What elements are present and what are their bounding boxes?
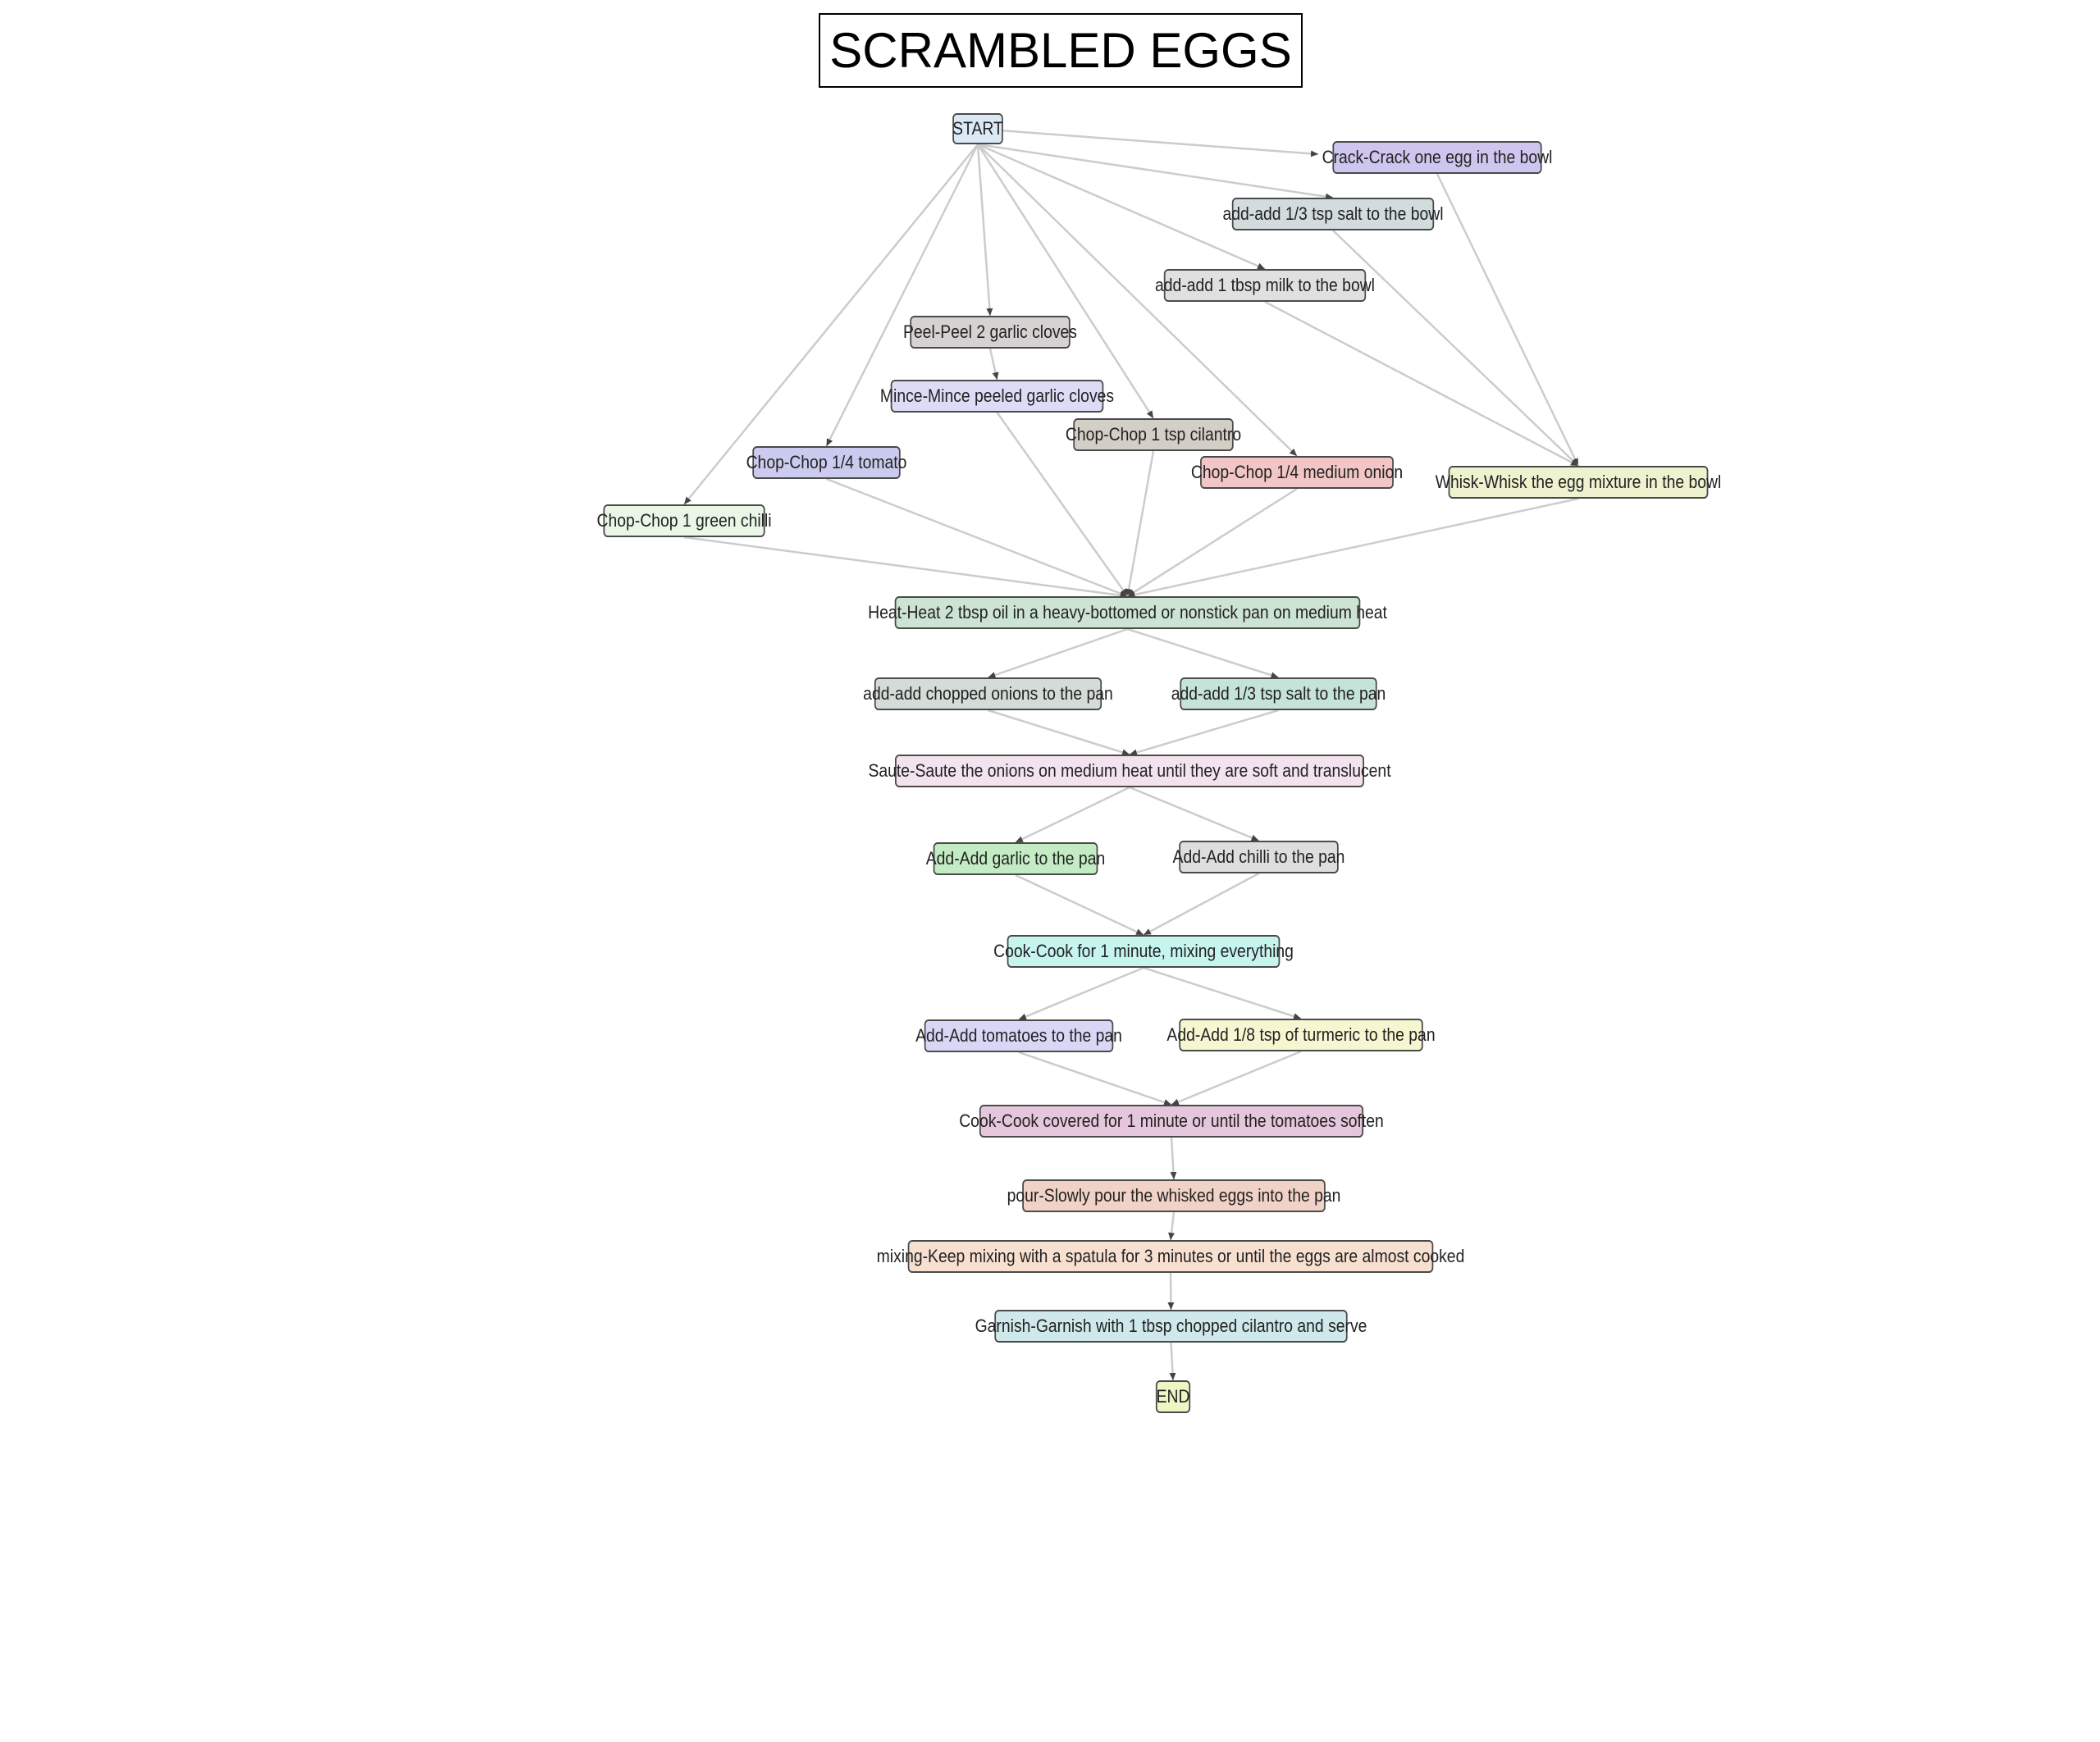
- edge-turmeric-to-cook_covered: [1171, 1050, 1302, 1106]
- edge-add_chilli-to-cook1: [1143, 872, 1260, 937]
- node-label: Mince-Mince peeled garlic cloves: [879, 385, 1115, 406]
- node-add-chilli: Add-Add chilli to the pan: [1173, 841, 1344, 873]
- node-label: Chop-Chop 1 green chilli: [596, 510, 772, 531]
- node-label: Chop-Chop 1/4 tomato: [746, 452, 907, 472]
- node-onion: Chop-Chop 1/4 medium onion: [1191, 456, 1403, 489]
- node-label: Add-Add tomatoes to the pan: [915, 1025, 1122, 1046]
- node-garlic: Add-Add garlic to the pan: [926, 842, 1105, 875]
- node-label: add-add 1/3 tsp salt to the bowl: [1222, 203, 1444, 224]
- edge-whisk-to-heat: [1127, 497, 1579, 599]
- node-tomatoes: Add-Add tomatoes to the pan: [915, 1019, 1122, 1052]
- node-peel: Peel-Peel 2 garlic cloves: [903, 316, 1077, 349]
- node-label: Cook-Cook for 1 minute, mixing everythin…: [993, 941, 1294, 961]
- edge-chilli-to-heat: [683, 536, 1128, 599]
- node-cilantro: Chop-Chop 1 tsp cilantro: [1066, 418, 1241, 451]
- edge-garnish-to-end: [1169, 1342, 1176, 1381]
- edge-milk-to-whisk: [1264, 300, 1579, 467]
- node-label: add-add chopped onions to the pan: [863, 683, 1113, 704]
- node-label: Add-Add 1/8 tsp of turmeric to the pan: [1166, 1024, 1436, 1045]
- edge-start-to-milk: [977, 143, 1266, 271]
- edge-start-to-crack: [977, 127, 1319, 157]
- edge-cook_covered-to-pour: [1170, 1137, 1177, 1180]
- edge-saute-to-garlic: [1015, 786, 1130, 844]
- edge-start-to-salt_bowl: [977, 143, 1334, 200]
- node-label: Chop-Chop 1/4 medium onion: [1190, 462, 1404, 482]
- node-mixing: mixing-Keep mixing with a spatula for 3 …: [877, 1240, 1464, 1273]
- edge-crack-to-whisk: [1436, 173, 1580, 467]
- node-cook-covered: Cook-Cook covered for 1 minute or until …: [959, 1105, 1384, 1138]
- node-saute: Saute-Saute the onions on medium heat un…: [868, 755, 1391, 787]
- node-heat: Heat-Heat 2 tbsp oil in a heavy-bottomed…: [868, 596, 1387, 629]
- edge-onion-to-heat: [1126, 487, 1298, 598]
- edge-heat-to-add_onions: [988, 627, 1128, 679]
- edge-mince-to-heat: [996, 412, 1129, 597]
- node-label: pour-Slowly pour the whisked eggs into t…: [1007, 1185, 1341, 1206]
- node-tomato: Chop-Chop 1/4 tomato: [746, 446, 906, 479]
- edge-start-to-onion: [977, 144, 1298, 457]
- node-label: Chop-Chop 1 tsp cilantro: [1065, 424, 1242, 445]
- edge-cilantro-to-heat: [1125, 450, 1155, 597]
- node-label: Cook-Cook covered for 1 minute or until …: [959, 1110, 1384, 1131]
- edge-pour-to-mixing: [1168, 1211, 1176, 1241]
- edge-peel-to-mince: [988, 348, 999, 381]
- node-add-onions: add-add chopped onions to the pan: [863, 677, 1113, 710]
- node-label: Saute-Saute the onions on medium heat un…: [868, 760, 1391, 781]
- edge-salt_bowl-to-whisk: [1332, 230, 1579, 467]
- node-label: Crack-Crack one egg in the bowl: [1322, 147, 1553, 167]
- node-label: Heat-Heat 2 tbsp oil in a heavy-bottomed…: [868, 602, 1387, 622]
- edge-cook1-to-turmeric: [1143, 966, 1302, 1020]
- node-salt-pan: add-add 1/3 tsp salt to the pan: [1171, 677, 1386, 710]
- node-label: mixing-Keep mixing with a spatula for 3 …: [876, 1246, 1465, 1266]
- edge-tomatoes-to-cook_covered: [1018, 1051, 1172, 1106]
- node-label: Garnish-Garnish with 1 tbsp chopped cila…: [975, 1316, 1367, 1336]
- edge-start-to-peel: [976, 144, 993, 317]
- node-label: END: [1156, 1386, 1190, 1407]
- node-label: Peel-Peel 2 garlic cloves: [903, 321, 1077, 342]
- node-whisk: Whisk-Whisk the egg mixture in the bowl: [1436, 466, 1721, 499]
- node-start: START: [952, 113, 1003, 144]
- node-label: add-add 1/3 tsp salt to the pan: [1171, 683, 1386, 704]
- node-chilli: Chop-Chop 1 green chilli: [596, 504, 772, 537]
- node-label: START: [952, 118, 1003, 139]
- edge-add_onions-to-saute: [988, 709, 1130, 756]
- edge-start-to-chilli: [683, 144, 979, 505]
- edge-saute-to-add_chilli: [1129, 786, 1259, 842]
- node-salt-bowl: add-add 1/3 tsp salt to the bowl: [1222, 198, 1444, 230]
- node-pour: pour-Slowly pour the whisked eggs into t…: [1007, 1179, 1340, 1212]
- node-crack: Crack-Crack one egg in the bowl: [1322, 141, 1552, 174]
- node-mince: Mince-Mince peeled garlic cloves: [880, 380, 1114, 413]
- node-turmeric: Add-Add 1/8 tsp of turmeric to the pan: [1166, 1019, 1436, 1051]
- edge-cook1-to-tomatoes: [1018, 966, 1144, 1021]
- edge-salt_pan-to-saute: [1129, 709, 1279, 756]
- node-cook1: Cook-Cook for 1 minute, mixing everythin…: [993, 935, 1294, 968]
- edge-garlic-to-cook1: [1015, 873, 1144, 937]
- node-label: add-add 1 tbsp milk to the bowl: [1155, 275, 1375, 295]
- edge-tomato-to-heat: [826, 477, 1128, 598]
- diagram-title: SCRAMBLED EGGS: [819, 13, 1303, 88]
- edge-heat-to-salt_pan: [1127, 627, 1279, 679]
- node-label: Whisk-Whisk the egg mixture in the bowl: [1435, 472, 1722, 492]
- node-end: END: [1155, 1380, 1191, 1413]
- node-milk: add-add 1 tbsp milk to the bowl: [1155, 269, 1375, 302]
- edge-start-to-tomato: [825, 144, 979, 447]
- edge-start-to-cilantro: [976, 144, 1155, 419]
- node-label: Add-Add chilli to the pan: [1172, 846, 1345, 867]
- node-label: Add-Add garlic to the pan: [925, 848, 1106, 869]
- node-garnish: Garnish-Garnish with 1 tbsp chopped cila…: [975, 1310, 1367, 1343]
